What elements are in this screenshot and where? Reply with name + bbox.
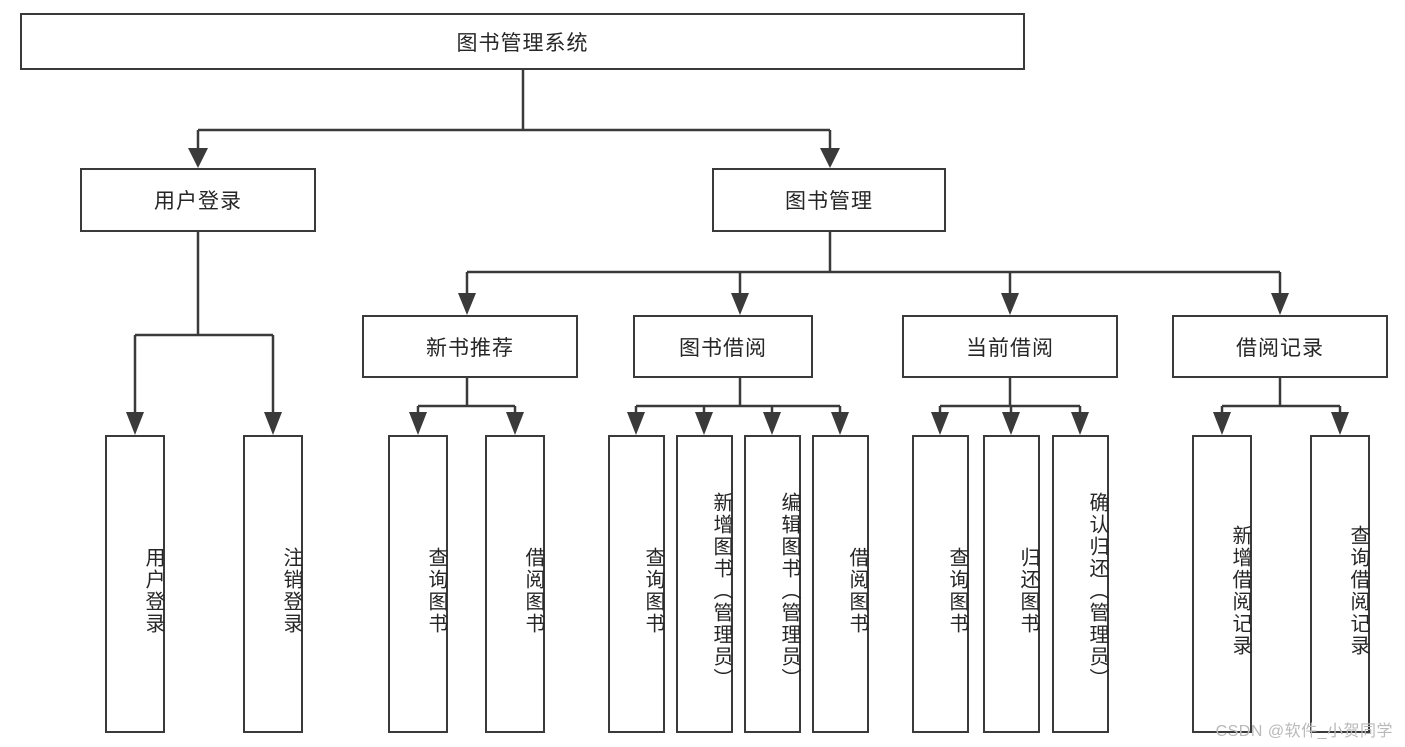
- node-label: 查询图书: [946, 547, 968, 635]
- node-label: 图书借阅: [679, 336, 767, 360]
- node-leaf-query-book-rec[interactable]: 查询图书: [388, 435, 448, 733]
- arrowhead-leaf: [627, 412, 645, 435]
- node-label: 编辑图书（管理员）: [778, 492, 800, 690]
- node-leaf-return-book[interactable]: 归还图书: [983, 435, 1040, 733]
- node-leaf-add-borrow-record[interactable]: 新增借阅记录: [1192, 435, 1252, 733]
- node-label: 确认归还（管理员）: [1086, 492, 1108, 690]
- node-label: 查询图书: [642, 547, 664, 635]
- node-leaf-add-book-admin[interactable]: 新增图书（管理员）: [676, 435, 733, 733]
- node-label: 用户登录: [154, 190, 242, 213]
- node-user-login[interactable]: 用户登录: [80, 168, 316, 232]
- arrowhead-leaf: [695, 412, 713, 435]
- connector-new-book-to-leaves: [416, 378, 517, 415]
- node-leaf-user-login[interactable]: 用户登录: [105, 435, 165, 733]
- watermark: CSDN @软件_小贺同学: [1215, 723, 1393, 740]
- node-label: 借阅图书: [846, 547, 868, 635]
- arrowhead-leaf: [931, 412, 949, 435]
- arrowhead-leaf: [763, 412, 781, 435]
- node-current-borrow[interactable]: 当前借阅: [902, 315, 1118, 378]
- arrowhead-leaf: [1071, 412, 1089, 435]
- arrowhead-user-login: [188, 148, 208, 168]
- arrowhead-leaf: [126, 412, 144, 435]
- node-label: 归还图书: [1017, 547, 1039, 635]
- connector-book-manage-to-level3: [465, 232, 1282, 296]
- arrowhead-leaf: [1331, 412, 1349, 435]
- node-leaf-borrow-book-rec[interactable]: 借阅图书: [485, 435, 545, 733]
- node-label: 当前借阅: [966, 336, 1054, 360]
- node-root-label: 图书管理系统: [456, 31, 589, 55]
- node-borrow-record[interactable]: 借阅记录: [1172, 315, 1388, 378]
- node-leaf-query-book-current[interactable]: 查询图书: [912, 435, 969, 733]
- node-leaf-edit-book-admin[interactable]: 编辑图书（管理员）: [744, 435, 801, 733]
- connector-current-borrow-to-leaves: [938, 378, 1082, 415]
- connector-root-to-level2: [196, 70, 832, 152]
- arrowhead-leaf: [831, 412, 849, 435]
- arrowhead-book-borrow: [731, 293, 749, 315]
- node-leaf-confirm-return-admin[interactable]: 确认归还（管理员）: [1052, 435, 1109, 733]
- arrowhead-leaf: [1213, 412, 1231, 435]
- node-root-system[interactable]: 图书管理系统: [20, 13, 1025, 70]
- node-leaf-borrow-book[interactable]: 借阅图书: [812, 435, 869, 733]
- node-label: 图书管理: [785, 190, 873, 213]
- connector-user-login-to-leaves: [133, 232, 275, 415]
- node-leaf-logout[interactable]: 注销登录: [243, 435, 303, 733]
- node-leaf-query-borrow-record[interactable]: 查询借阅记录: [1310, 435, 1370, 733]
- arrowhead-borrow-record: [1271, 293, 1289, 315]
- node-book-management[interactable]: 图书管理: [712, 168, 946, 232]
- arrowhead-leaf: [1002, 412, 1020, 435]
- arrowhead-leaf: [264, 412, 282, 435]
- node-label: 注销登录: [280, 547, 302, 635]
- arrowhead-book-manage: [820, 148, 840, 168]
- node-book-borrow[interactable]: 图书借阅: [633, 315, 813, 378]
- node-new-book-recommend[interactable]: 新书推荐: [362, 315, 578, 378]
- node-label: 新书推荐: [426, 336, 514, 360]
- connector-book-borrow-to-leaves: [634, 378, 842, 415]
- node-label: 新增借阅记录: [1229, 525, 1251, 657]
- node-label: 查询借阅记录: [1347, 525, 1369, 657]
- arrowhead-new-book: [458, 293, 476, 315]
- arrowhead-current-borrow: [1001, 293, 1019, 315]
- node-label: 查询图书: [425, 547, 447, 635]
- node-label: 新增图书（管理员）: [710, 492, 732, 690]
- node-label: 用户登录: [142, 547, 164, 635]
- arrowhead-leaf: [506, 412, 524, 435]
- node-label: 借阅记录: [1236, 336, 1324, 360]
- connector-borrow-record-to-leaves: [1220, 378, 1342, 415]
- arrowhead-leaf: [409, 412, 427, 435]
- node-label: 借阅图书: [522, 547, 544, 635]
- node-leaf-query-book-borrow[interactable]: 查询图书: [608, 435, 665, 733]
